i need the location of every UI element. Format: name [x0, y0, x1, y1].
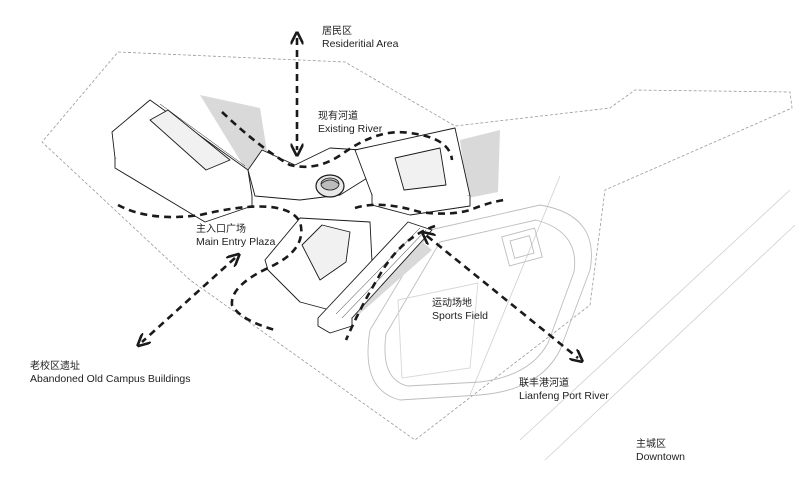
label-residential-cn: 居民区 — [322, 26, 352, 37]
label-port-river-cn: 联丰港河道 — [519, 378, 569, 389]
label-residential-en: Resideritial Area — [322, 38, 399, 50]
label-river: 现有河道 Existing River — [318, 110, 382, 136]
label-downtown: 主城区 Downtown — [636, 438, 685, 464]
site-boundary — [41, 51, 793, 441]
label-downtown-cn: 主城区 — [636, 439, 666, 450]
label-sports-cn: 运动场地 — [432, 298, 472, 309]
label-residential: 居民区 Resideritial Area — [322, 25, 398, 51]
label-plaza: 主入口广场 Main Entry Plaza — [196, 223, 275, 249]
label-old-campus: 老校区遗址 Abandoned Old Campus Buildings — [30, 360, 191, 386]
label-river-cn: 现有河道 — [318, 111, 358, 122]
label-sports: 运动场地 Sports Field — [432, 297, 488, 323]
label-port-river: 联丰港河道 Lianfeng Port River — [519, 377, 609, 403]
connection-arrows — [142, 38, 578, 358]
street-lines — [469, 175, 796, 461]
label-old-campus-en: Abandoned Old Campus Buildings — [30, 373, 191, 385]
label-river-en: Existing River — [318, 123, 383, 135]
label-plaza-cn: 主入口广场 — [196, 224, 246, 235]
north-connector — [247, 147, 373, 201]
label-sports-en: Sports Field — [432, 310, 489, 322]
school-buildings — [111, 99, 471, 334]
label-port-river-en: Lianfeng Port River — [519, 390, 609, 402]
central-auditorium — [315, 174, 345, 198]
label-plaza-en: Main Entry Plaza — [196, 236, 276, 248]
label-old-campus-cn: 老校区遗址 — [30, 361, 80, 372]
label-downtown-en: Downtown — [636, 451, 686, 463]
arrow-old-campus — [142, 258, 235, 342]
arrow-port-river — [427, 236, 578, 358]
